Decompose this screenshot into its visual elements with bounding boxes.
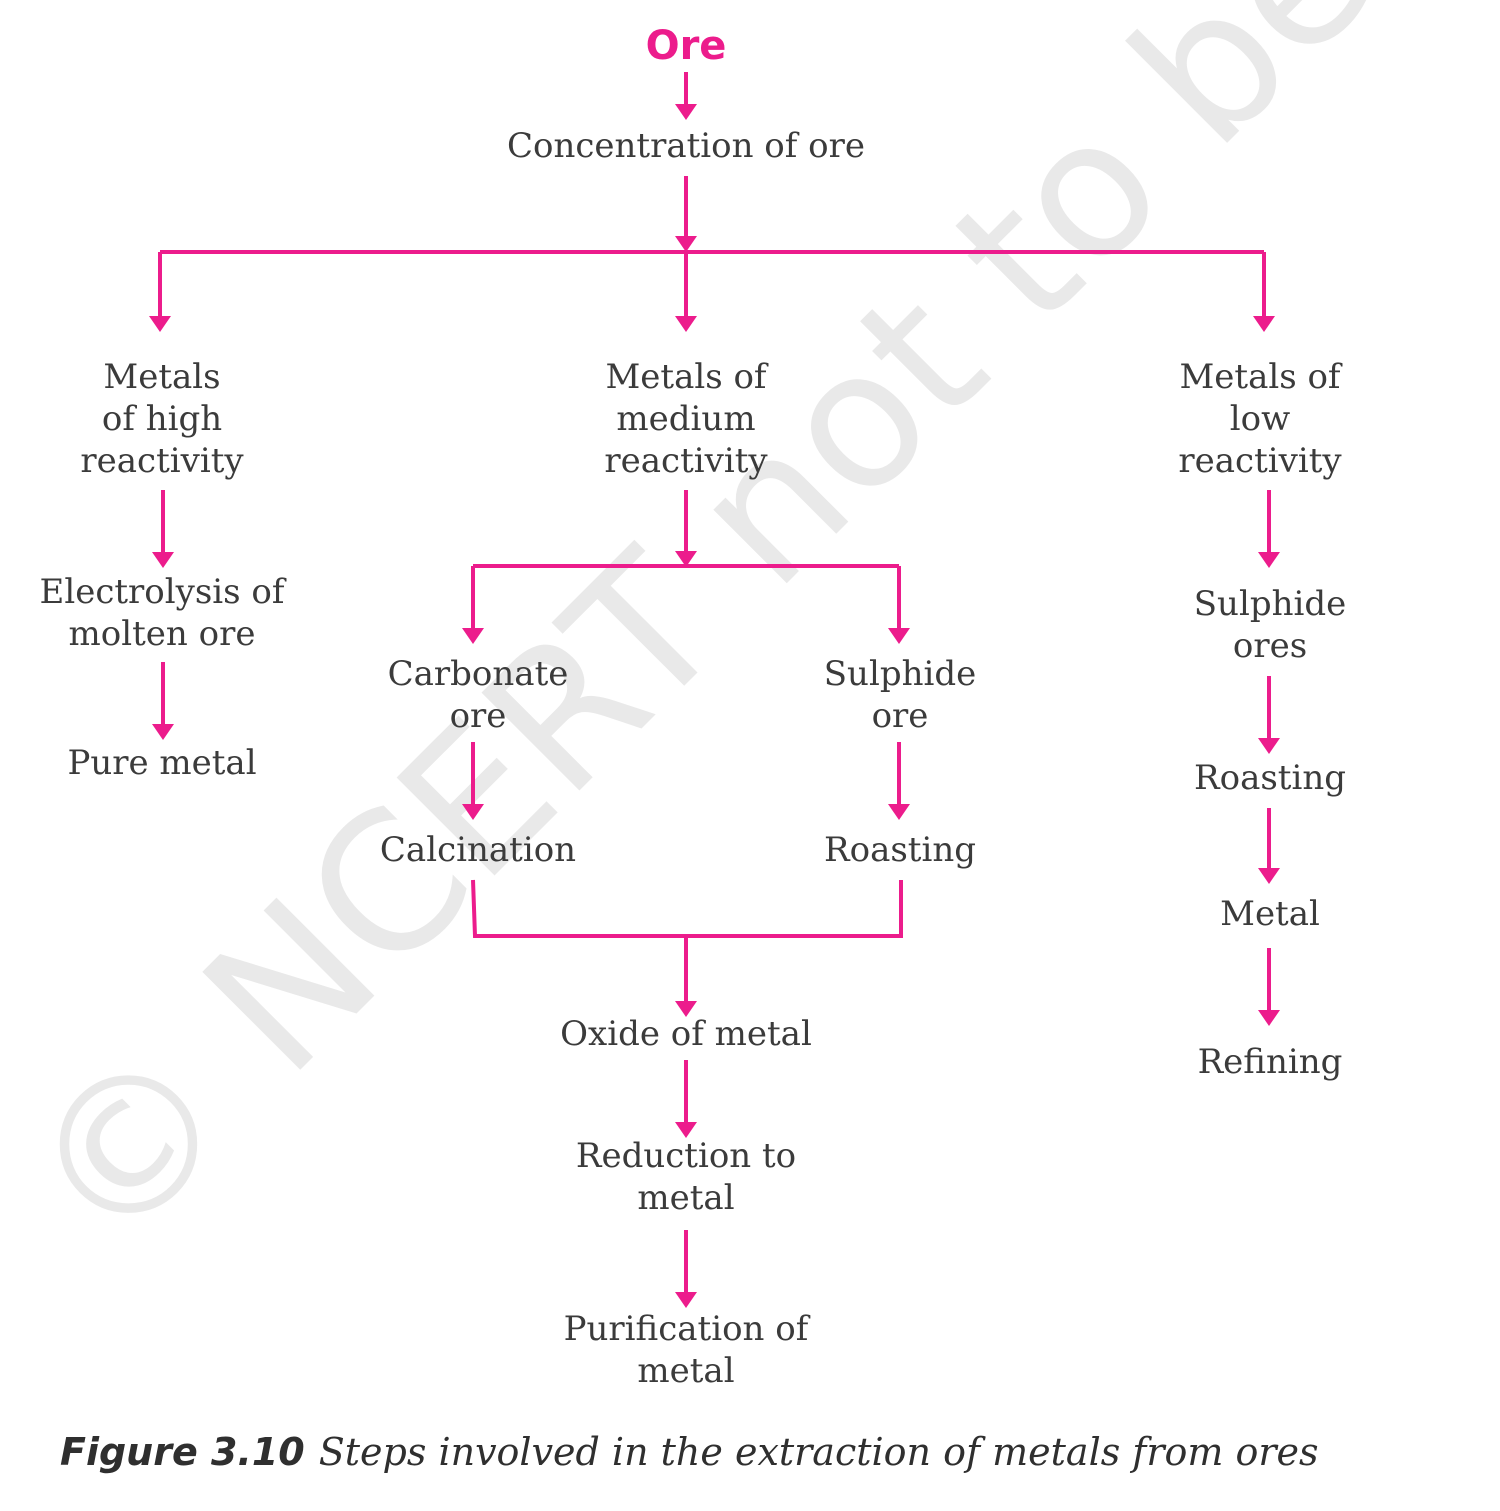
node-metals-medium-reactivity: Metals of medium reactivity <box>604 357 768 481</box>
arrowhead-oxide-to-reduction <box>675 1122 697 1138</box>
arrowhead-high-to-electrolysis <box>152 552 174 568</box>
arrowhead-medium-split-left <box>462 628 484 644</box>
figure-caption-text: Steps involved in the extraction of meta… <box>318 1430 1319 1474</box>
node-metals-high-reactivity: Metals of high reactivity <box>80 357 244 481</box>
node-pure-metal: Pure metal <box>67 743 257 783</box>
connector-lines <box>158 72 1271 1296</box>
figure-caption: Figure 3.10 Steps involved in the extract… <box>60 1428 1460 1476</box>
node-concentration-of-ore: Concentration of ore <box>506 126 866 166</box>
node-roasting-medium: Roasting <box>824 830 976 870</box>
node-oxide-of-metal: Oxide of metal <box>560 1014 812 1054</box>
arrowhead-branch-right <box>1253 316 1275 332</box>
arrowhead-roasting-to-metal <box>1258 868 1280 884</box>
node-sulphide-ores-low: Sulphide ores <box>1193 584 1347 666</box>
line-merge <box>471 879 903 938</box>
arrowhead-branch-left <box>149 316 171 332</box>
arrowhead-ore-to-concentration <box>675 104 697 120</box>
arrowhead-medium-to-split <box>675 551 697 567</box>
arrowhead-branch-center <box>675 316 697 332</box>
node-purification-of-metal: Purification of metal <box>563 1309 809 1391</box>
arrowhead-concentration-to-split <box>675 236 697 252</box>
arrowhead-low-to-sulphide-ores <box>1258 552 1280 568</box>
arrowhead-merge-to-oxide <box>675 1001 697 1017</box>
figure-label: Figure 3.10 <box>60 1430 305 1474</box>
arrowhead-electrolysis-to-pure-metal <box>152 724 174 740</box>
arrowhead-sulphide-to-roasting <box>888 804 910 820</box>
node-reduction-to-metal: Reduction to metal <box>575 1136 797 1218</box>
node-roasting-low: Roasting <box>1194 758 1346 798</box>
arrowhead-medium-split-right <box>888 628 910 644</box>
arrowheads <box>149 104 1280 1308</box>
arrowhead-metal-to-refining <box>1258 1010 1280 1026</box>
arrowhead-sulphide-ores-to-roasting <box>1258 738 1280 754</box>
node-metals-low-reactivity: Metals of low reactivity <box>1178 357 1342 481</box>
node-calcination: Calcination <box>379 830 577 870</box>
node-ore: Ore <box>645 23 727 69</box>
node-carbonate-ore: Carbonate ore <box>387 654 569 736</box>
arrowhead-reduction-to-purification <box>675 1292 697 1308</box>
node-sulphide-ore: Sulphide ore <box>823 654 977 736</box>
node-metal-low: Metal <box>1220 894 1320 934</box>
node-refining: Refining <box>1197 1042 1343 1082</box>
node-electrolysis-of-molten-ore: Electrolysis of molten ore <box>39 572 285 654</box>
arrowhead-carbonate-to-calcination <box>462 804 484 820</box>
